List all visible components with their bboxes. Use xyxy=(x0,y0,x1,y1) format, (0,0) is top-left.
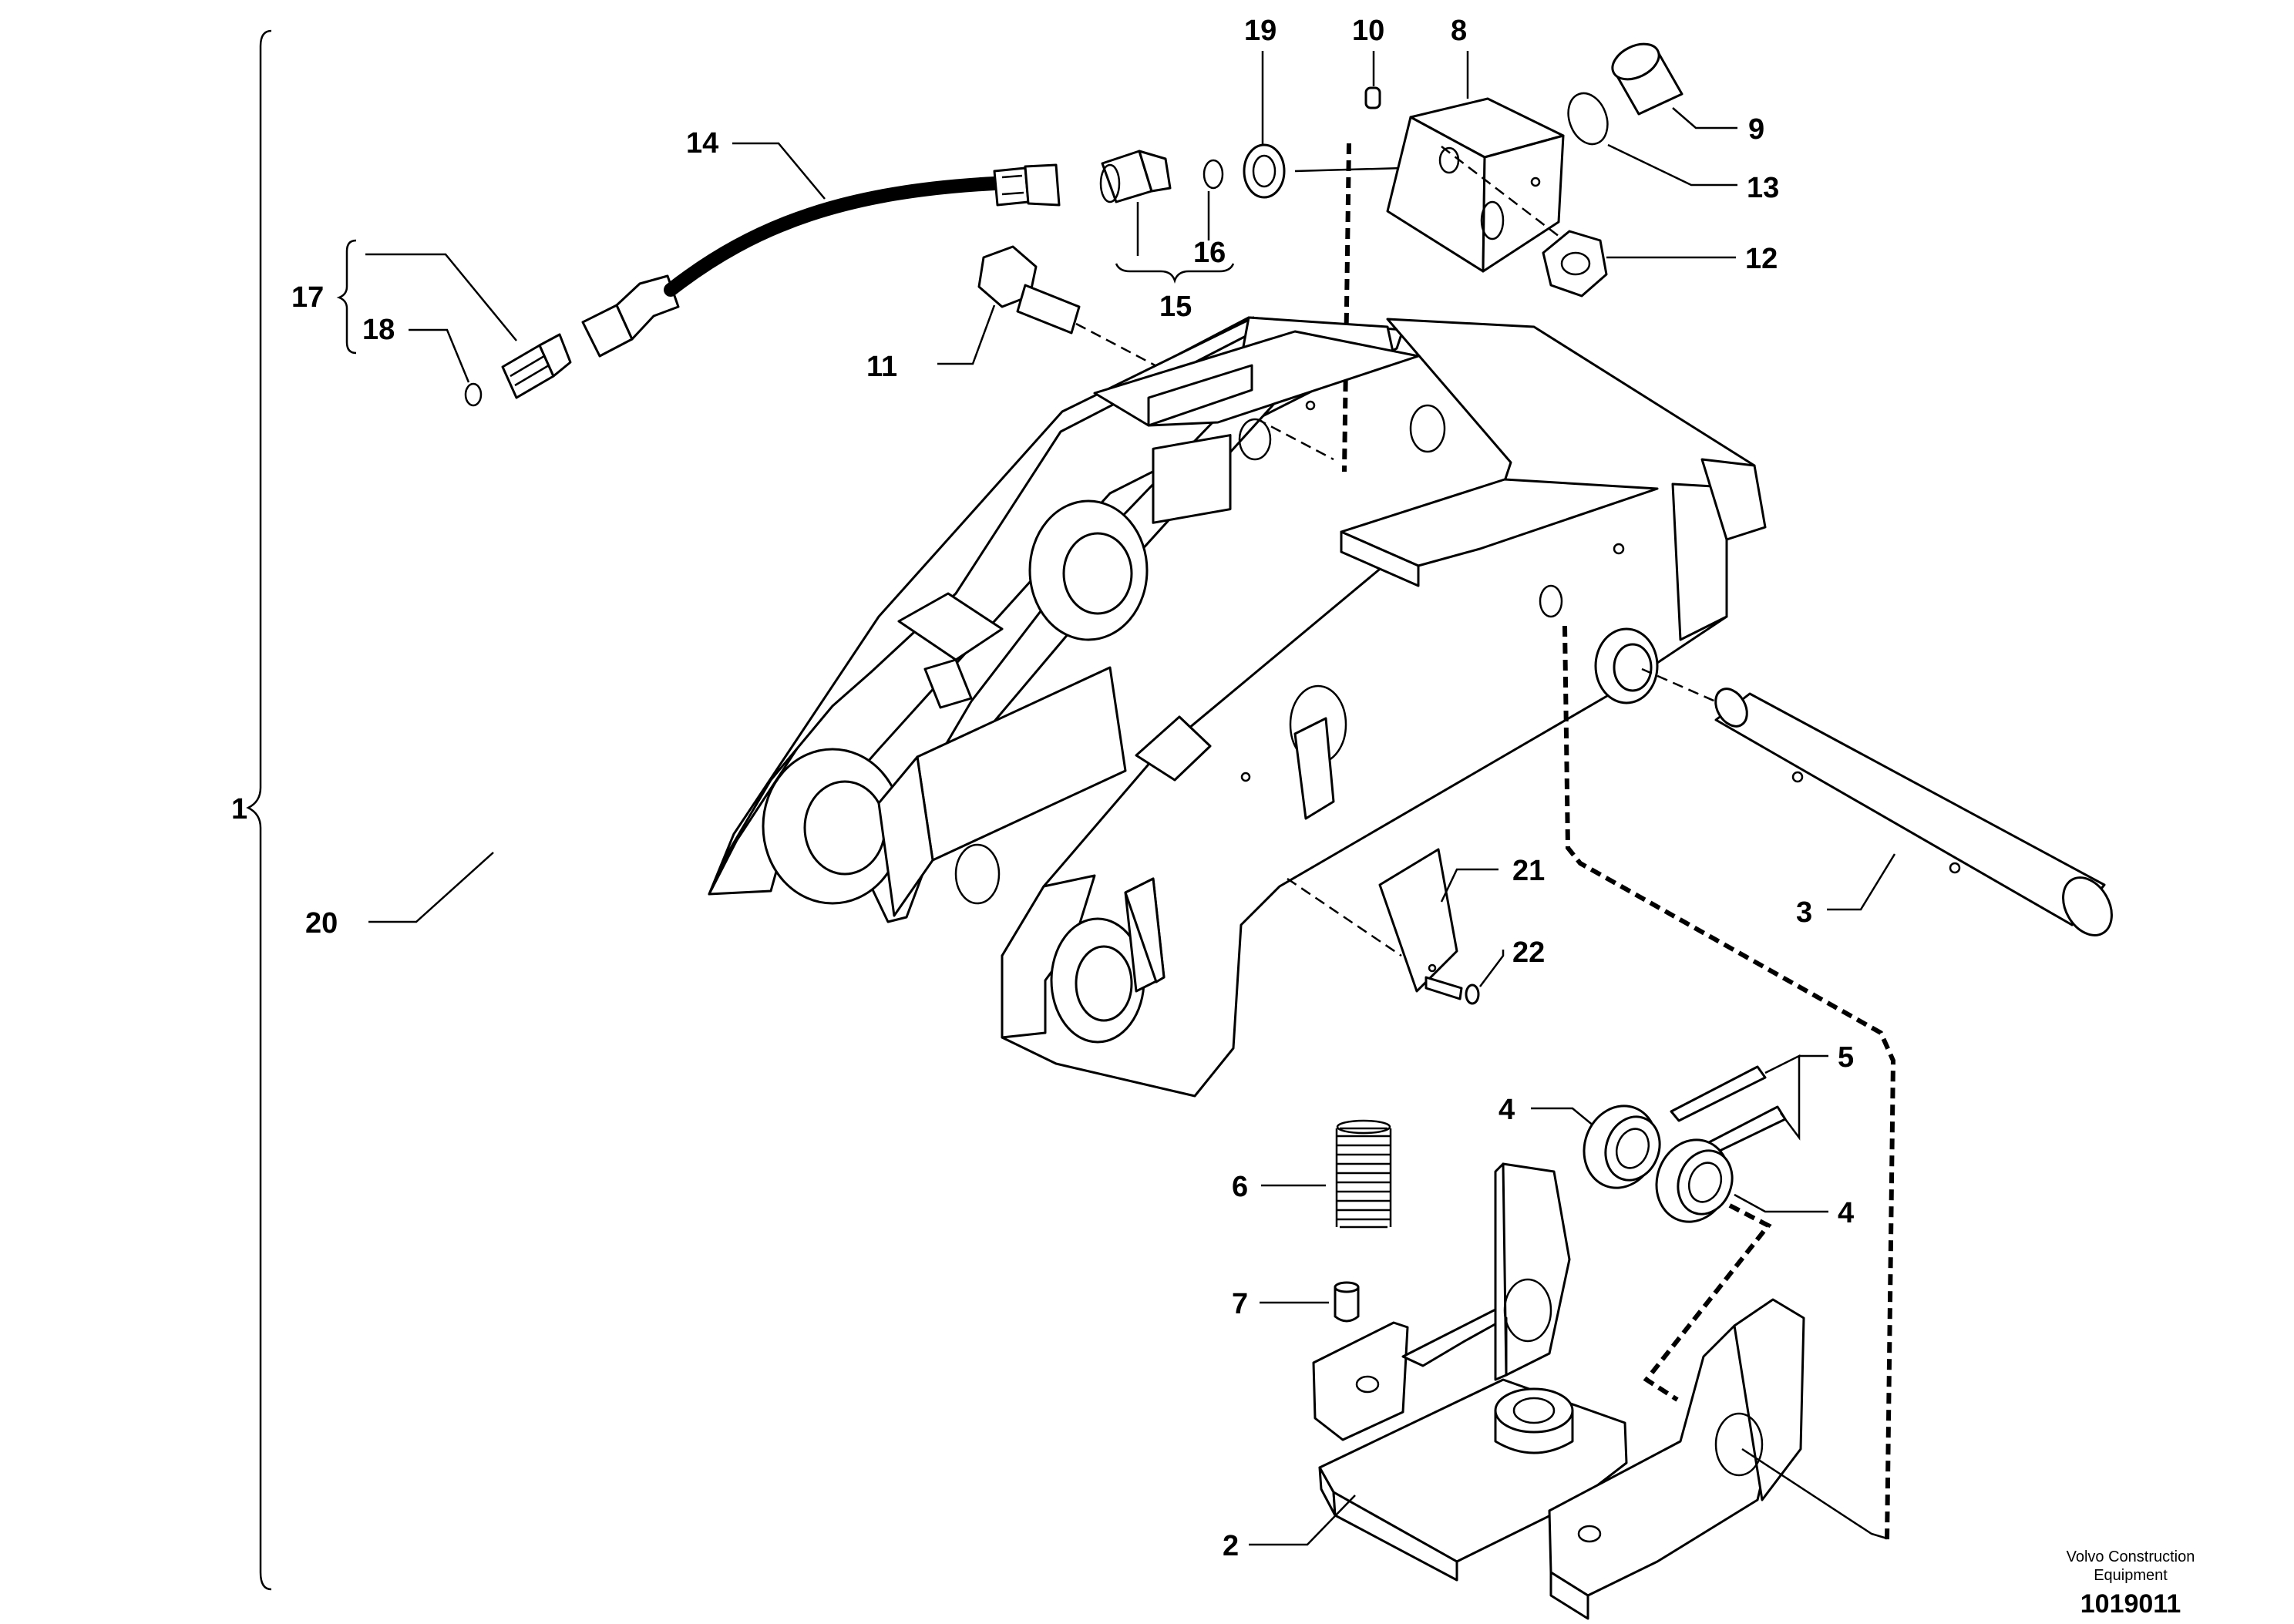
part-9-plug: 9 xyxy=(1611,42,1764,146)
callout-7: 7 xyxy=(1232,1288,1248,1320)
part-4-ring-lower: 4 xyxy=(1643,1138,1854,1402)
part-7-detent: 7 xyxy=(1232,1281,1360,1323)
part-22-screw: 22 xyxy=(1424,936,1545,1005)
callout-19: 19 xyxy=(1244,15,1276,47)
part-11-bolt: 11 xyxy=(866,245,1334,461)
callout-9: 9 xyxy=(1748,113,1764,146)
footer-credit: Volvo Construction Equipment 1019011 xyxy=(2067,1548,2195,1619)
part-19-washer: 19 xyxy=(1243,15,1404,199)
callout-20: 20 xyxy=(305,907,338,940)
callout-16: 16 xyxy=(1193,237,1226,269)
part-14-hose: 14 xyxy=(581,127,1061,358)
part-8-block: 8 xyxy=(1386,15,1573,273)
assembly-brace-1: 1 xyxy=(231,29,272,1591)
callout-18: 18 xyxy=(362,314,395,346)
part-3-shaft: 3 xyxy=(1641,667,2113,936)
part-18-o-ring: 18 xyxy=(362,314,483,407)
callout-17: 17 xyxy=(291,281,324,314)
link-line-8-to-frame xyxy=(1342,143,1351,472)
part-6-spring: 6 xyxy=(1232,1119,1392,1229)
credit-line-2: Equipment xyxy=(2094,1567,2168,1584)
callout-4b: 4 xyxy=(1838,1197,1854,1229)
callout-21: 21 xyxy=(1512,855,1545,887)
part-10-pin: 10 xyxy=(1352,15,1384,109)
callout-22: 22 xyxy=(1512,936,1545,969)
callout-12: 12 xyxy=(1745,243,1778,275)
part-20-frame: 20 xyxy=(305,316,1767,1098)
part-16-o-ring: 16 xyxy=(1193,159,1226,269)
group-brace-17: 17 xyxy=(291,239,517,355)
part-15-adapter: 15 xyxy=(1099,150,1235,323)
link-line-frame-to-plate xyxy=(1562,625,1896,1542)
part-21-plate: 21 xyxy=(1287,848,1545,993)
part-2-lower-plate: 2 xyxy=(1223,1162,1888,1620)
callout-5: 5 xyxy=(1838,1041,1854,1074)
callout-1: 1 xyxy=(231,793,247,825)
callout-3: 3 xyxy=(1796,896,1812,929)
credit-line-1: Volvo Construction xyxy=(2067,1548,2195,1565)
part-13-o-ring: 13 xyxy=(1567,92,1779,204)
callout-2: 2 xyxy=(1223,1530,1239,1562)
part-4-ring-upper: 4 xyxy=(1498,1094,1661,1189)
callout-11: 11 xyxy=(866,351,897,383)
callout-4a: 4 xyxy=(1498,1094,1515,1126)
callout-6: 6 xyxy=(1232,1171,1248,1203)
callout-13: 13 xyxy=(1747,172,1779,204)
callout-15: 15 xyxy=(1159,291,1192,323)
callout-8: 8 xyxy=(1451,15,1467,47)
part-12-nut: 12 xyxy=(1542,230,1778,298)
document-number: 1019011 xyxy=(2080,1589,2181,1619)
callout-10: 10 xyxy=(1352,15,1384,47)
callout-14: 14 xyxy=(686,127,718,160)
part-17-adapter xyxy=(501,333,572,399)
